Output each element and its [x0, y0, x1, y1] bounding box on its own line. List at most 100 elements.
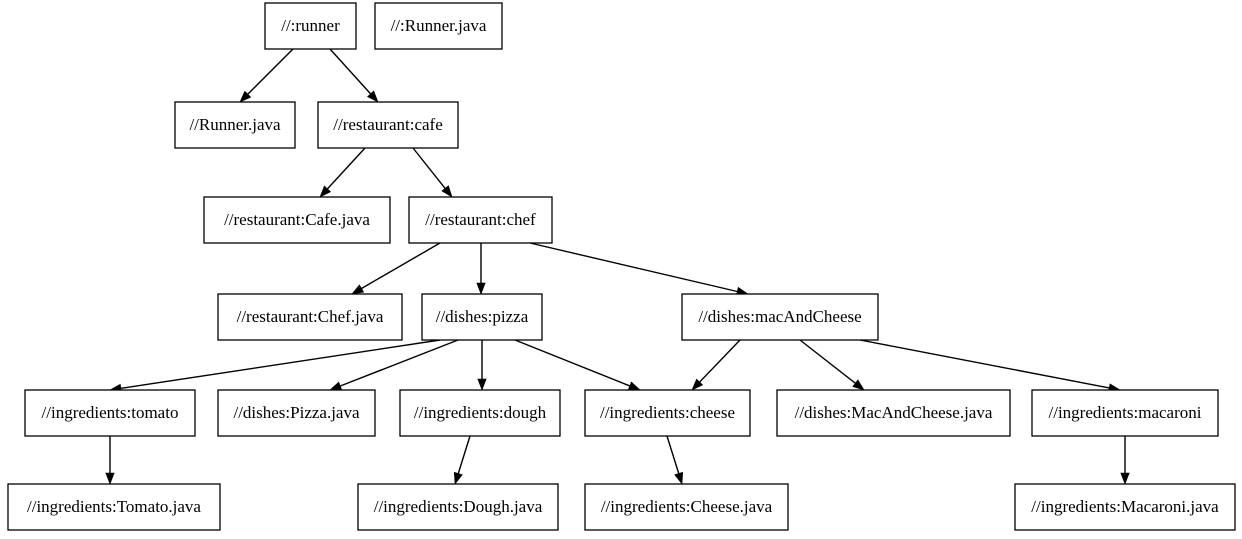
node-box[interactable] — [217, 389, 376, 437]
edge-arrowhead-icon — [441, 185, 453, 198]
edge-line — [247, 48, 294, 95]
node-box[interactable] — [584, 483, 789, 531]
graph-node-cafe_java[interactable]: //restaurant:Cafe.java — [203, 196, 391, 244]
node-box[interactable] — [776, 389, 1011, 437]
graph-node-tomato[interactable]: //ingredients:tomato — [24, 389, 196, 437]
graph-node-mac_and_cheese[interactable]: //dishes:macAndCheese — [681, 293, 879, 341]
graph-edge — [453, 435, 471, 485]
graph-node-chef_java[interactable]: //restaurant:Chef.java — [217, 293, 403, 341]
node-box[interactable] — [264, 2, 357, 50]
graph-node-macaroni_java[interactable]: //ingredients:Macaroni.java — [1014, 483, 1236, 531]
node-box[interactable] — [584, 389, 751, 437]
edge-arrowhead-icon — [1120, 472, 1130, 485]
edge-line — [120, 339, 441, 390]
graph-edge — [691, 339, 741, 391]
node-layer: //:runner //:Runner.java //Runner.java //re… — [7, 2, 1236, 531]
edge-layer — [105, 48, 1130, 485]
graph-node-chef[interactable]: //restaurant:chef — [408, 196, 553, 244]
graph-node-tomato_java[interactable]: //ingredients:Tomato.java — [7, 483, 221, 531]
edge-arrowhead-icon — [239, 90, 252, 103]
node-box[interactable] — [7, 483, 221, 531]
edge-arrowhead-icon — [366, 90, 379, 103]
node-label: //restaurant:chef — [425, 210, 536, 229]
edge-line — [339, 339, 459, 387]
graph-edge — [329, 339, 459, 391]
edge-line — [412, 147, 446, 189]
edge-arrowhead-icon — [627, 381, 641, 391]
graph-node-runner_java[interactable]: //Runner.java — [174, 101, 296, 149]
graph-node-mac_cheese_java[interactable]: //dishes:MacAndCheese.java — [776, 389, 1011, 437]
graph-node-pizza_java[interactable]: //dishes:Pizza.java — [217, 389, 376, 437]
graph-node-cheese_java[interactable]: //ingredients:Cheese.java — [584, 483, 789, 531]
graph-node-macaroni[interactable]: //ingredients:macaroni — [1031, 389, 1219, 437]
graph-edge — [412, 147, 453, 198]
graph-edge — [105, 436, 115, 485]
graph-edge — [666, 435, 684, 485]
node-label: //Runner.java — [189, 115, 281, 134]
graph-edge — [799, 339, 865, 391]
node-box[interactable] — [203, 196, 391, 244]
edge-line — [326, 147, 366, 190]
graph-node-runner_java_root[interactable]: //:Runner.java — [374, 2, 503, 50]
node-box[interactable] — [357, 483, 559, 531]
edge-arrowhead-icon — [477, 378, 487, 391]
edge-arrowhead-icon — [319, 185, 332, 198]
graph-edge — [351, 242, 441, 295]
node-box[interactable] — [421, 293, 543, 341]
edge-arrowhead-icon — [453, 471, 463, 485]
edge-arrowhead-icon — [691, 378, 704, 391]
node-label: //ingredients:dough — [414, 403, 547, 422]
edge-line — [361, 242, 441, 290]
edge-line — [859, 339, 1110, 389]
graph-edge — [239, 48, 294, 103]
node-box[interactable] — [24, 389, 196, 437]
node-box[interactable] — [408, 196, 553, 244]
node-box[interactable] — [1014, 483, 1236, 531]
graph-node-runner[interactable]: //:runner — [264, 2, 357, 50]
node-label: //:runner — [281, 16, 340, 35]
node-box[interactable] — [174, 101, 296, 149]
node-label: //ingredients:Macaroni.java — [1031, 497, 1219, 516]
node-box[interactable] — [681, 293, 879, 341]
node-label: //dishes:MacAndCheese.java — [795, 403, 993, 422]
graph-edge — [476, 243, 486, 295]
graph-edge — [329, 48, 379, 103]
node-label: //restaurant:Chef.java — [237, 307, 384, 326]
graph-node-dough_java[interactable]: //ingredients:Dough.java — [357, 483, 559, 531]
edge-line — [329, 48, 372, 95]
graph-edge — [477, 340, 487, 391]
graph-edge — [319, 147, 366, 198]
edge-arrowhead-icon — [329, 381, 343, 391]
node-box[interactable] — [399, 389, 561, 437]
node-label: //ingredients:tomato — [42, 403, 179, 422]
edge-line — [799, 339, 856, 384]
edge-arrowhead-icon — [852, 379, 865, 391]
node-box[interactable] — [217, 293, 403, 341]
graph-edge — [1120, 436, 1130, 485]
graph-node-cheese[interactable]: //ingredients:cheese — [584, 389, 751, 437]
edge-arrowhead-icon — [351, 284, 365, 295]
node-label: //ingredients:Dough.java — [374, 497, 543, 516]
node-label: //:Runner.java — [391, 16, 487, 35]
edge-arrowhead-icon — [105, 472, 115, 485]
edge-line — [514, 339, 631, 387]
node-label: //ingredients:Cheese.java — [601, 497, 773, 516]
edge-line — [529, 242, 738, 293]
graph-node-pizza[interactable]: //dishes:pizza — [421, 293, 543, 341]
node-label: //ingredients:cheese — [600, 403, 735, 422]
edge-arrowhead-icon — [674, 471, 684, 485]
node-box[interactable] — [1031, 389, 1219, 437]
graph-node-dough[interactable]: //ingredients:dough — [399, 389, 561, 437]
node-label: //dishes:pizza — [436, 307, 529, 326]
graph-edge — [529, 242, 749, 296]
node-label: //ingredients:macaroni — [1049, 403, 1202, 422]
graph-edge — [514, 339, 641, 391]
node-box[interactable] — [374, 2, 503, 50]
node-label: //ingredients:Tomato.java — [27, 497, 201, 516]
graph-node-cafe[interactable]: //restaurant:cafe — [317, 101, 459, 149]
node-box[interactable] — [317, 101, 459, 149]
node-label: //restaurant:Cafe.java — [224, 210, 370, 229]
edge-line — [457, 435, 471, 474]
